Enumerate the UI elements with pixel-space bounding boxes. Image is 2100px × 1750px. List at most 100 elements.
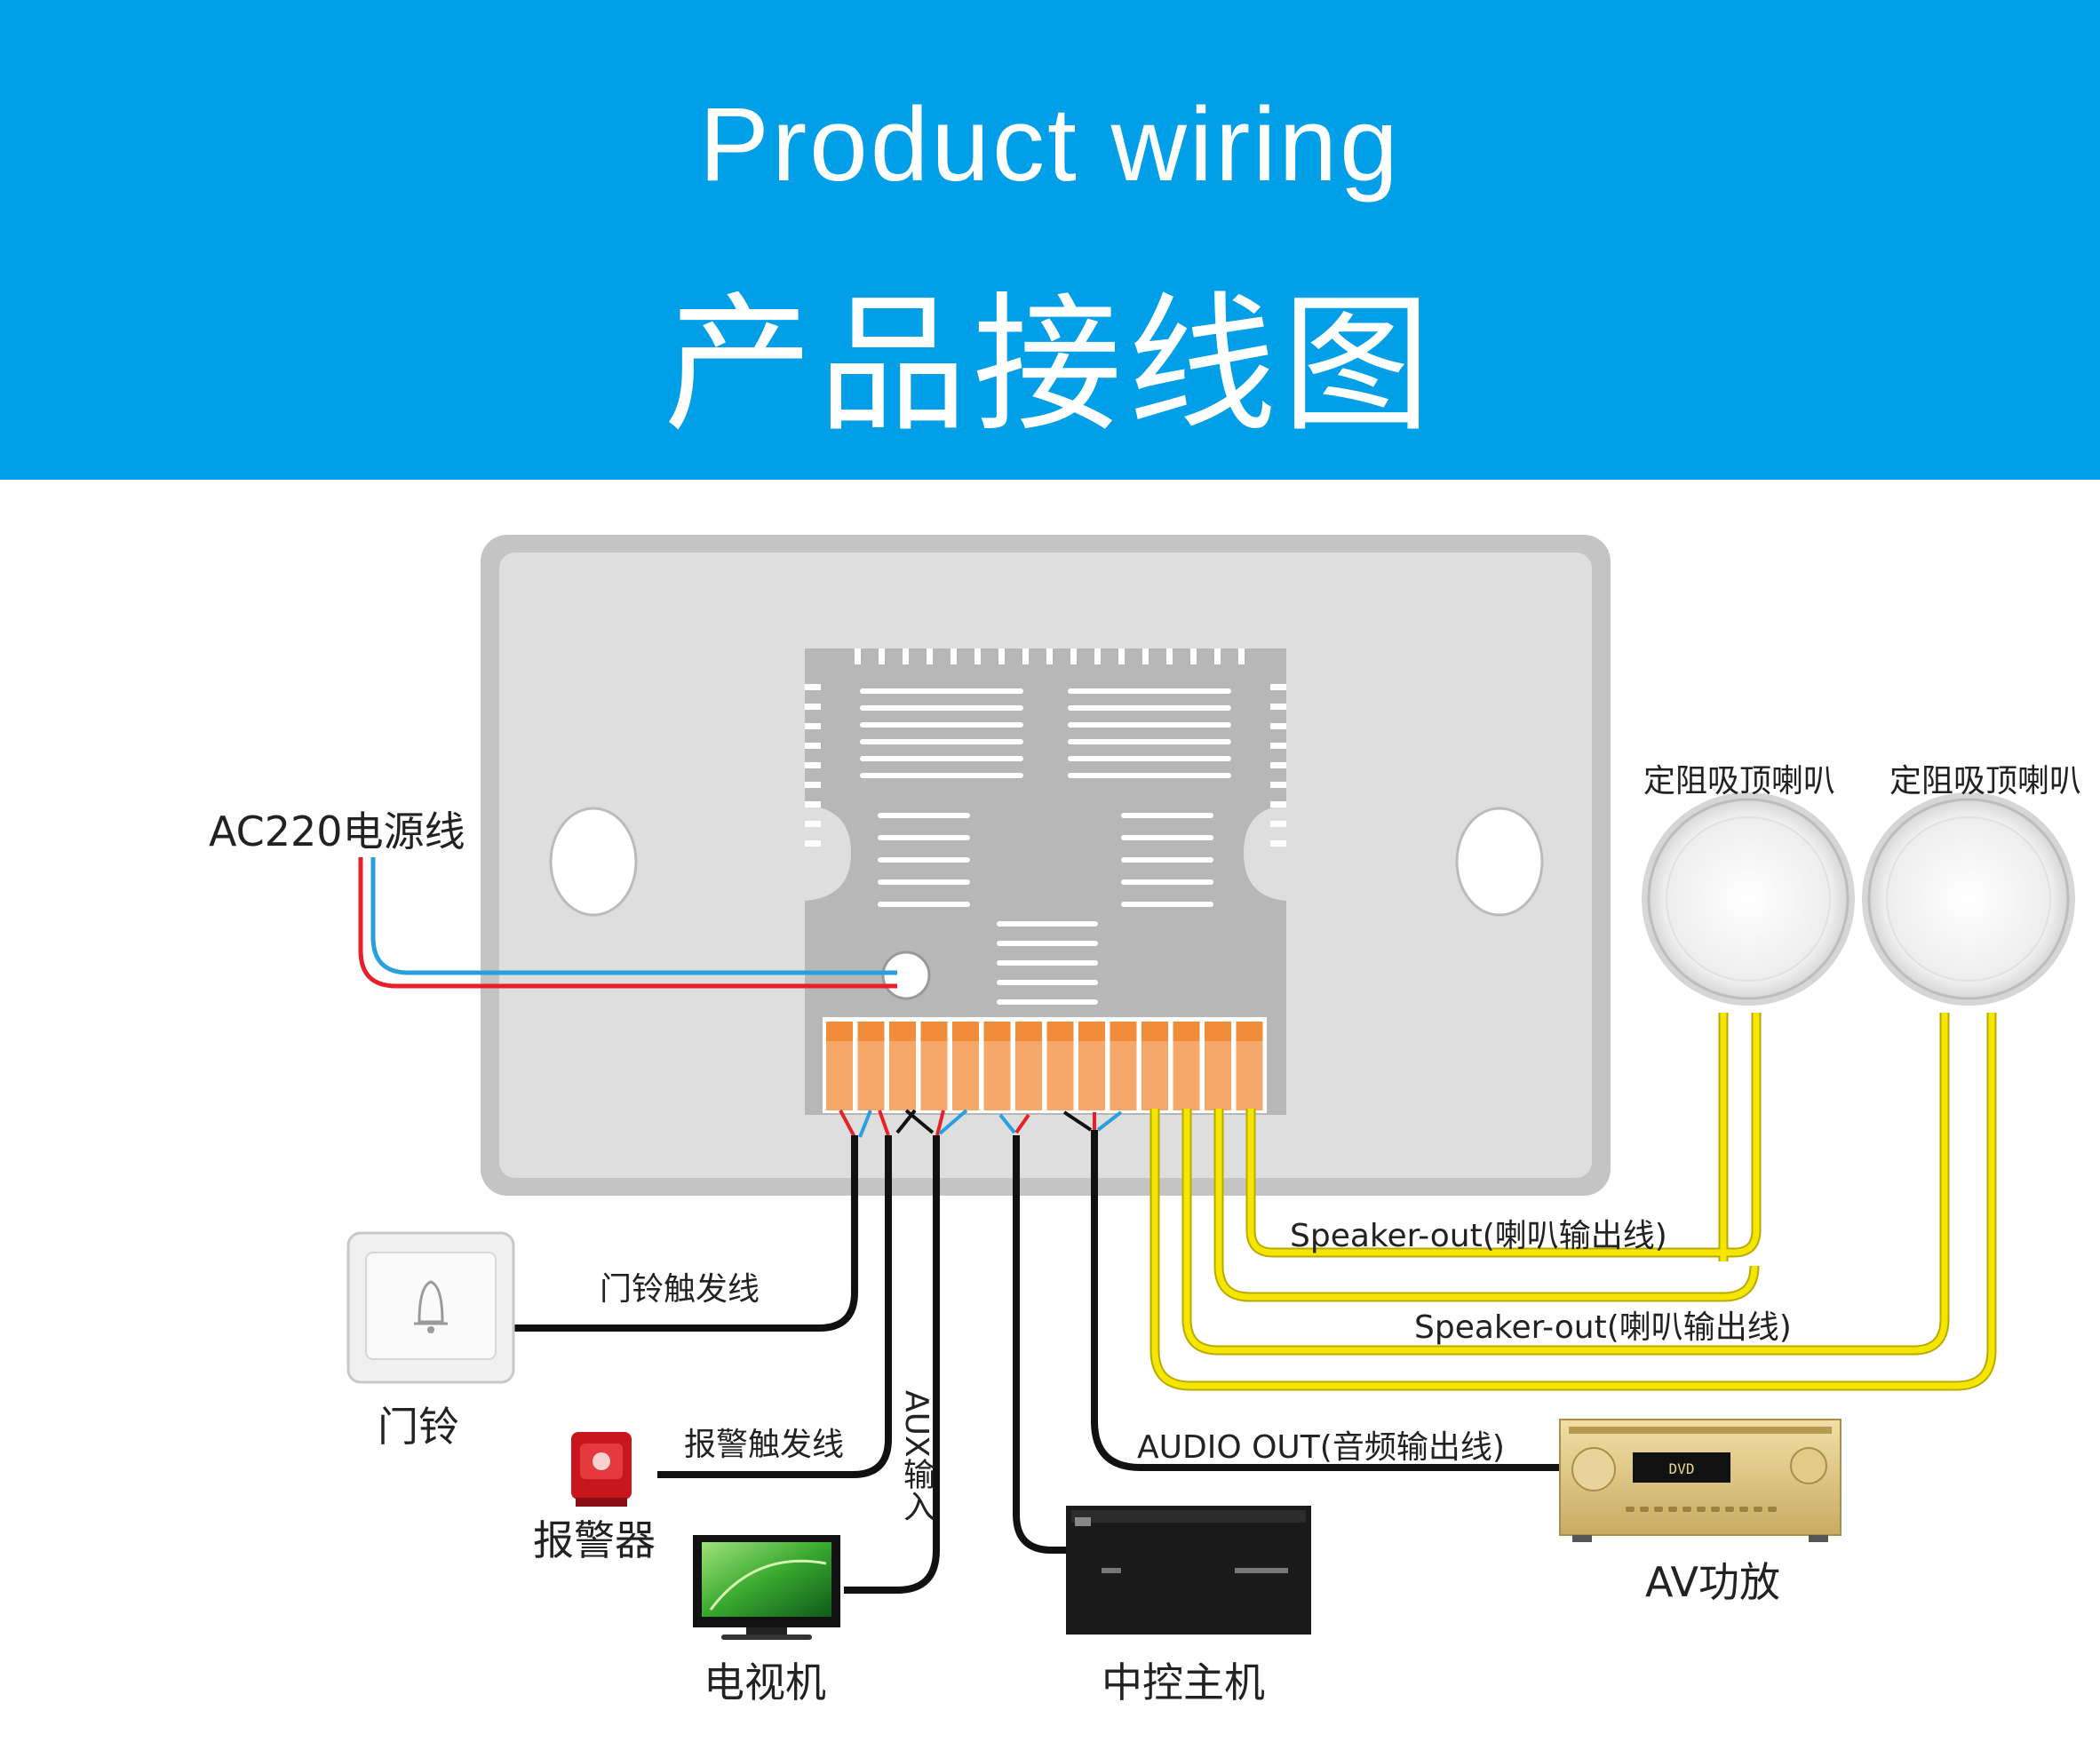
doorbell-label: 门铃 — [378, 1403, 459, 1451]
top-vent-slot — [974, 648, 981, 664]
top-vent-slot — [951, 648, 957, 664]
amp-button — [1725, 1507, 1734, 1512]
amplifier-module — [805, 648, 1286, 1115]
vent-line — [997, 999, 1098, 1005]
side-vent-slot — [805, 840, 821, 847]
speaker-wires — [1149, 1013, 1997, 1391]
top-vent-slot — [1070, 648, 1077, 664]
top-vent-slot — [1214, 648, 1221, 664]
side-vent-slot — [805, 684, 821, 690]
top-vent-slot — [1238, 648, 1245, 664]
ceiling-speaker-1-icon — [1642, 792, 1855, 1006]
speaker-out-1-label: Speaker-out(喇叭输出线) — [1290, 1218, 1667, 1254]
terminal-pin-top — [952, 1022, 979, 1041]
power-cable — [358, 857, 897, 989]
terminal-pin-top — [1141, 1022, 1168, 1041]
amp-display-text: DVD — [1669, 1460, 1695, 1477]
amp-button — [1668, 1507, 1677, 1512]
amp-button — [1711, 1507, 1720, 1512]
vent-line — [1121, 879, 1213, 885]
control-host-icon — [1066, 1506, 1311, 1635]
amp-button — [1697, 1507, 1706, 1512]
terminal-pin-top — [1205, 1022, 1231, 1041]
side-vent-slot — [1270, 762, 1286, 768]
terminal-pin-top — [1110, 1022, 1137, 1041]
av-amp-label: AV功放 — [1645, 1558, 1780, 1606]
top-vent-slot — [998, 648, 1005, 664]
terminal-pin-top — [1173, 1022, 1200, 1041]
vent-line — [860, 688, 1023, 694]
signal-wires — [511, 1130, 1562, 1594]
ceiling-speaker-2-icon — [1862, 792, 2075, 1006]
terminal-block — [823, 1017, 1267, 1113]
terminal-pin-top — [983, 1022, 1011, 1041]
side-vent-slot — [1270, 743, 1286, 749]
vent-line — [997, 921, 1098, 927]
side-vent-slot — [805, 723, 821, 729]
vent-line — [1068, 773, 1231, 778]
title-english: Product wiring — [699, 86, 1401, 203]
top-vent-slot — [1190, 648, 1197, 664]
alarm-wire-label: 报警触发线 — [684, 1427, 845, 1463]
vent-line — [1121, 813, 1213, 818]
terminal-pin-top — [1015, 1022, 1042, 1041]
top-vent-slot — [1094, 648, 1101, 664]
top-vent-slot — [1046, 648, 1053, 664]
power-inlet-icon — [881, 951, 931, 1000]
vent-line — [997, 980, 1098, 985]
top-vent-slot — [1022, 648, 1029, 664]
vent-line — [1068, 705, 1231, 711]
vent-line — [878, 835, 970, 840]
side-vent-slot — [805, 782, 821, 788]
vent-line — [878, 813, 970, 818]
side-vent-slot — [805, 743, 821, 749]
side-vent-slot — [805, 821, 821, 827]
doorbell-icon — [346, 1231, 515, 1384]
alarm-icon — [571, 1432, 632, 1507]
side-vent-slot — [1270, 840, 1286, 847]
vent-line — [1068, 722, 1231, 728]
side-vent-slot — [805, 801, 821, 807]
side-vent-slot — [1270, 704, 1286, 710]
side-vent-slot — [1270, 723, 1286, 729]
terminal-pin-top — [1046, 1022, 1074, 1041]
top-vent-slot — [927, 648, 933, 664]
vent-line — [860, 773, 1023, 778]
vent-line — [1068, 756, 1231, 761]
amp-button — [1626, 1507, 1635, 1512]
vent-line — [1121, 902, 1213, 907]
top-vent-slot — [1142, 648, 1149, 664]
mount-hole-icon — [549, 807, 1544, 917]
av-amplifier-icon: DVD — [1559, 1419, 1841, 1542]
vent-line — [878, 902, 970, 907]
amp-button — [1768, 1507, 1777, 1512]
power-cable-label: AC220电源线 — [209, 807, 465, 855]
vent-line — [1121, 857, 1213, 863]
vent-line — [1068, 688, 1231, 694]
tv-label: 电视机 — [704, 1659, 826, 1706]
speaker-out-2-label: Speaker-out(喇叭输出线) — [1414, 1309, 1792, 1346]
side-vent-slot — [1270, 821, 1286, 827]
vent-line — [860, 705, 1023, 711]
vent-line — [997, 941, 1098, 946]
terminal-pin-top — [1236, 1022, 1263, 1041]
header-banner: Product wiring 产品接线图 — [0, 0, 2100, 480]
side-vent-slot — [805, 762, 821, 768]
doorbell-wire-label: 门铃触发线 — [600, 1271, 760, 1308]
terminal-pin-top — [889, 1022, 916, 1041]
tv-icon — [693, 1535, 840, 1640]
terminal-leads — [839, 1109, 1123, 1138]
terminal-pin-top — [857, 1022, 885, 1041]
aux-input-label: AUX输入 — [898, 1390, 935, 1522]
speaker-1-label: 定阻吸顶喇叭 — [1643, 763, 1836, 799]
vent-slots — [805, 648, 1286, 1005]
amp-button — [1754, 1507, 1762, 1512]
vent-line — [878, 879, 970, 885]
top-vent-slot — [1166, 648, 1173, 664]
vent-line — [860, 756, 1023, 761]
terminal-pin-top — [920, 1022, 948, 1041]
amp-button — [1640, 1507, 1649, 1512]
vent-line — [1121, 835, 1213, 840]
title-chinese: 产品接线图 — [664, 278, 1436, 452]
